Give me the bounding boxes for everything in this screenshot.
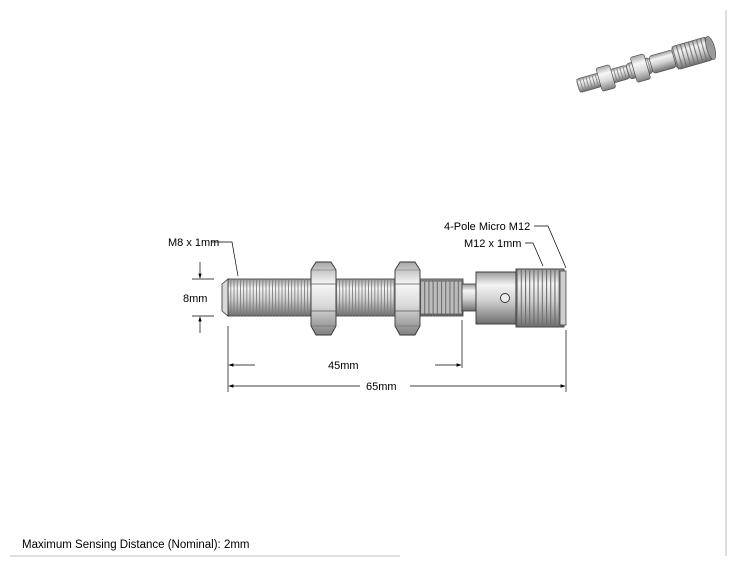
sensor-side-view — [221, 261, 567, 336]
m12-connector-thread — [515, 268, 567, 328]
connector-label: 4-Pole Micro M12 — [444, 221, 530, 233]
overall-length-dimension — [228, 330, 567, 392]
tip-diameter-label: 8mm — [183, 293, 207, 305]
sensing-distance-note: Maximum Sensing Distance (Nominal): 2mm — [22, 539, 250, 551]
thread-length-dimension — [227, 320, 463, 392]
overall-length-label: 65mm — [366, 381, 397, 393]
m8-threaded-shaft — [221, 278, 464, 317]
body-thread-leader — [525, 242, 544, 267]
hex-nut-1 — [310, 261, 337, 336]
isometric-thumbnail — [576, 36, 717, 93]
connector-leader — [534, 225, 567, 269]
sensor-body — [475, 271, 517, 325]
dimensions — [192, 225, 567, 392]
thread-length-label: 45mm — [328, 360, 359, 372]
sheet-border — [10, 10, 727, 557]
sensor-collar — [461, 283, 477, 312]
hex-nut-2 — [394, 261, 421, 336]
body-thread-label: M12 x 1mm — [464, 238, 521, 250]
diameter-dimension — [192, 262, 214, 333]
tip-thread-leader — [212, 241, 239, 277]
tip-thread-label: M8 x 1mm — [168, 237, 219, 249]
